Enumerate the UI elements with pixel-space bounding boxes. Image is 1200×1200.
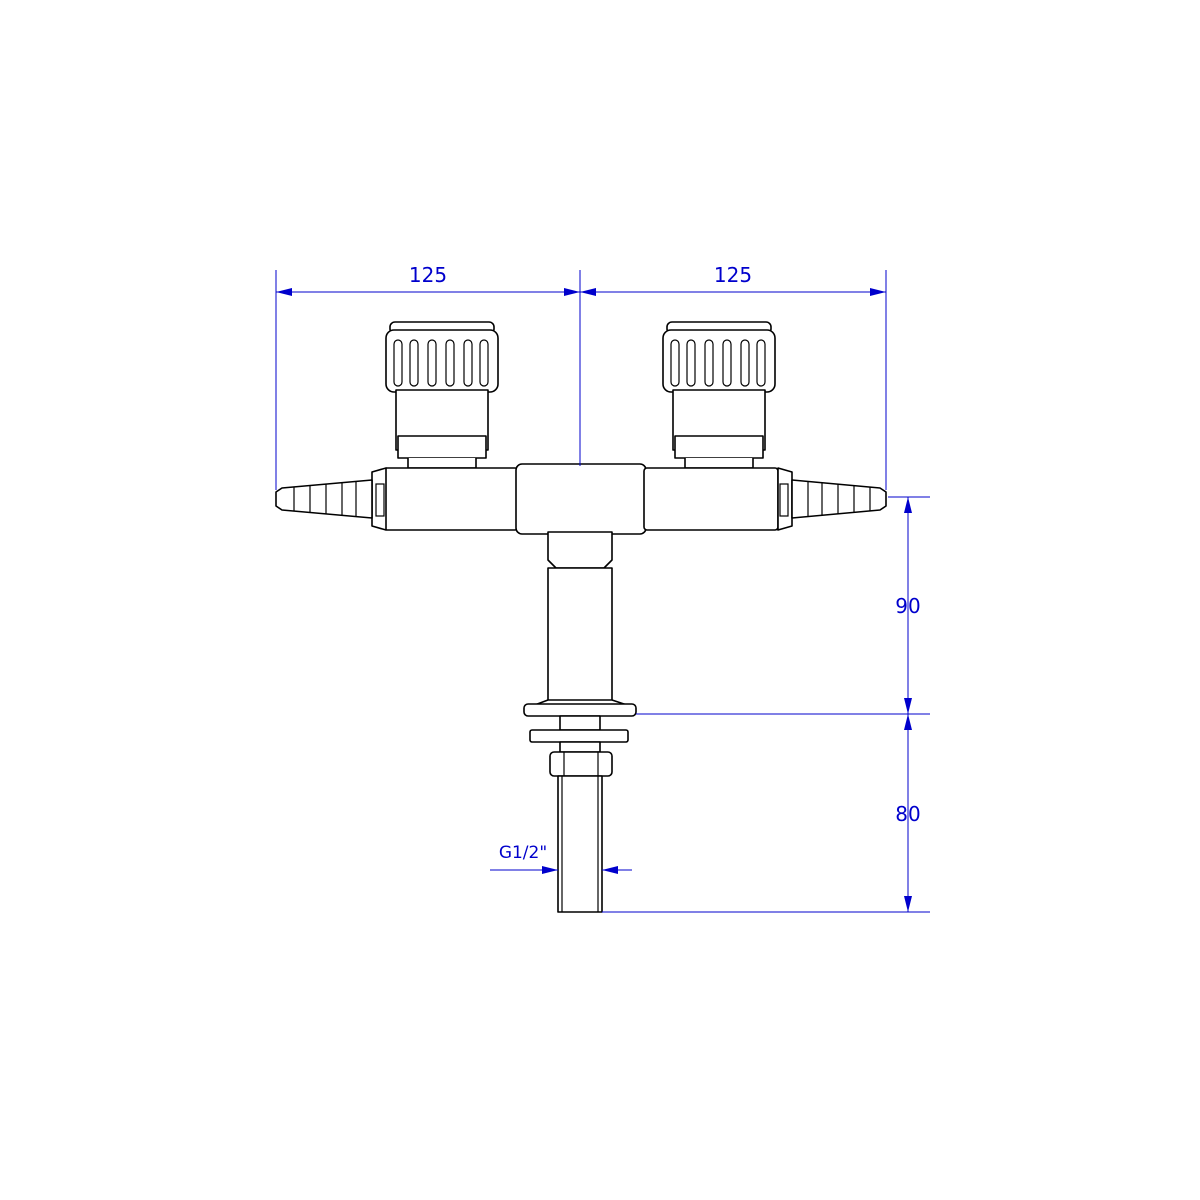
dim-thread: G1/2" bbox=[499, 843, 547, 863]
dimension-lines bbox=[275, 270, 930, 913]
right-knob bbox=[662, 321, 776, 393]
dim-outlet-height: 90 bbox=[895, 594, 920, 618]
column bbox=[523, 531, 637, 717]
right-hose-nozzle bbox=[791, 479, 887, 519]
right-valve bbox=[662, 321, 776, 469]
left-hose-nozzle bbox=[275, 479, 373, 519]
tap-body bbox=[371, 463, 793, 535]
dim-left-spacing: 125 bbox=[409, 263, 447, 287]
mounting-hardware bbox=[529, 715, 629, 913]
dim-right-spacing: 125 bbox=[714, 263, 752, 287]
left-knob bbox=[385, 321, 499, 393]
dim-shank-length: 80 bbox=[895, 802, 920, 826]
left-valve bbox=[385, 321, 499, 469]
